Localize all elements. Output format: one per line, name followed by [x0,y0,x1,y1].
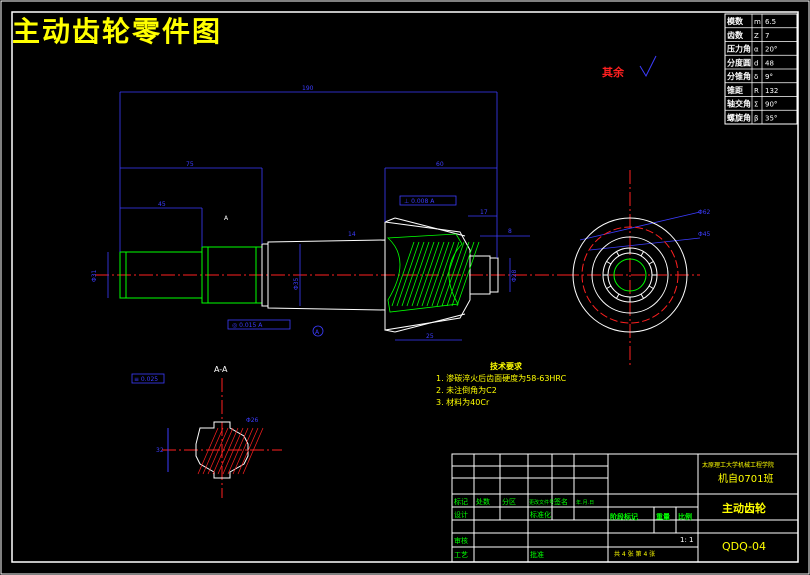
param-symbol: β [754,114,758,122]
gear-hatch [387,233,480,313]
tb-label-sign: 签名 [554,497,568,506]
dim-phi62: Φ62 [698,209,711,216]
dim-14: 14 [348,231,356,238]
dim-75: 75 [186,161,194,168]
param-value: 90° [765,101,777,109]
dim-17: 17 [480,209,488,216]
tb-label-std: 标准化 [530,510,551,519]
roughness-note: 其余 [602,65,625,79]
tb-label-design: 设计 [454,510,468,519]
tb-sheets: 共 4 张 第 4 张 [614,550,655,558]
dim-phi-mid: Φ35 [293,277,300,290]
tb-drawing-no: QDQ-04 [722,540,766,553]
dim-60: 60 [436,161,444,168]
dim-phi45: Φ45 [698,231,711,238]
tb-label-count: 处数 [476,497,490,506]
gdt-frames [131,195,457,384]
gdt-top: ⊥ 0.008 A [404,198,435,205]
title-block [451,453,799,563]
param-value: 35° [765,114,777,122]
param-value: 6.5 [765,18,776,26]
dim-phi-left: Φ31 [91,269,98,282]
dim-8: 8 [508,228,512,235]
tech-item-2: 2. 未注倒角为C2 [436,385,497,395]
tb-class: 机自0701班 [718,472,773,485]
tech-requirements: 技术要求 1. 渗碳淬火后齿面硬度为58-63HRC 2. 未注倒角为C2 3.… [436,361,567,407]
gdt-section: ≡ 0.025 [134,376,158,383]
param-value: 20° [765,46,777,54]
param-name: 锥距 [727,85,743,95]
param-name: 模数 [727,16,744,26]
tb-weight: 重量 [656,512,670,521]
tb-label-process: 工艺 [454,551,468,559]
dim-25: 25 [426,333,434,340]
param-symbol: Σ [754,101,758,109]
param-symbol: δ [754,73,758,81]
tb-scale: 1: 1 [680,536,694,544]
param-name: 压力角 [727,44,751,54]
tb-ratio: 比例 [678,512,692,521]
tb-label-file: 更改文件号 [529,499,554,506]
datum-a: A [315,329,320,336]
param-name: 轴交角 [727,99,751,109]
dimension-lines [107,91,701,341]
param-symbol: R [754,87,759,95]
param-name: 螺旋角 [727,112,751,122]
dim-phi26: Φ26 [246,417,259,424]
param-name: 齿数 [727,30,744,40]
dimension-labels: 190 75 45 60 17 8 25 14 Φ31 Φ35 Φ28 Φ62 … [91,85,711,454]
param-value: 7 [765,32,769,40]
section-a-a: A-A [162,365,282,498]
tb-part-name: 主动齿轮 [722,501,766,515]
param-value: 132 [765,87,778,95]
tb-label-mark: 标记 [454,497,468,506]
tb-label-date: 年.月.日 [576,499,594,506]
tb-label-review: 审核 [454,536,468,545]
shaft-main-view [95,217,565,333]
param-value: 48 [765,59,774,67]
dim-32: 32 [156,447,164,454]
param-symbol: m [754,18,761,26]
param-symbol: Z [754,32,759,40]
section-mark-top: A [224,215,229,222]
dim-45: 45 [158,201,166,208]
tb-stage: 阶段标记 [610,512,638,521]
param-symbol: d [754,59,758,67]
drawing-title: 主动齿轮零件图 [12,15,223,48]
tb-school: 太原理工大学机械工程学院 [702,461,774,469]
param-symbol: α [754,46,759,54]
dim-phi-right: Φ28 [511,269,518,282]
tech-heading: 技术要求 [490,361,523,371]
tb-label-approve: 批准 [530,550,544,559]
roughness-symbol [639,55,657,78]
inner-border [11,11,799,563]
end-view [565,170,700,365]
dim-overall: 190 [302,85,314,92]
param-name: 分锥角 [727,71,751,81]
gdt-mid: ◎ 0.015 A [232,322,263,329]
param-value: 9° [765,73,773,81]
param-name: 分度圆 [727,57,751,67]
tech-item-1: 1. 渗碳淬火后齿面硬度为58-63HRC [436,373,567,383]
section-label: A-A [214,365,228,374]
tb-label-zone: 分区 [502,497,516,506]
tech-item-3: 3. 材料为40Cr [436,397,490,407]
title-block-text: 太原理工大学机械工程学院 机自0701班 主动齿轮 QDQ-04 阶段标记 重量… [454,461,774,559]
